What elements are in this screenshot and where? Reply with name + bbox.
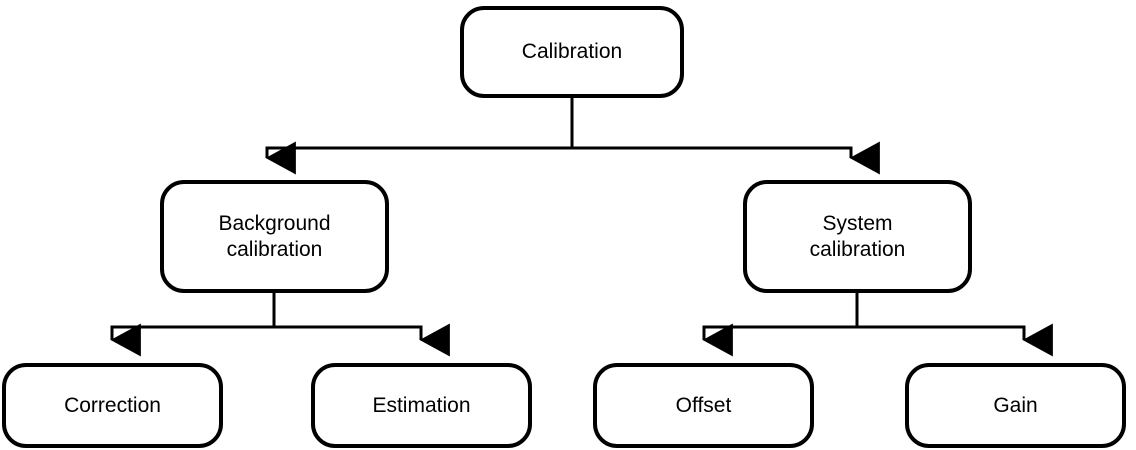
- edge-calibration-to-system-calibration: [570, 96, 880, 175]
- node-box-background-calibration[interactable]: [160, 180, 389, 293]
- edge-background-calibration-to-estimation: [272, 291, 450, 357]
- node-box-correction[interactable]: [2, 363, 223, 448]
- edge-system-calibration-to-offset: [702, 291, 859, 357]
- edge-calibration-to-background-calibration: [265, 96, 574, 175]
- edge-system-calibration-to-gain: [855, 291, 1053, 357]
- node-box-estimation[interactable]: [311, 363, 532, 448]
- edge-background-calibration-to-correction: [110, 291, 276, 357]
- node-box-gain[interactable]: [905, 363, 1126, 448]
- node-box-calibration[interactable]: [460, 6, 684, 98]
- node-box-system-calibration[interactable]: [743, 180, 972, 293]
- node-box-offset[interactable]: [593, 363, 814, 448]
